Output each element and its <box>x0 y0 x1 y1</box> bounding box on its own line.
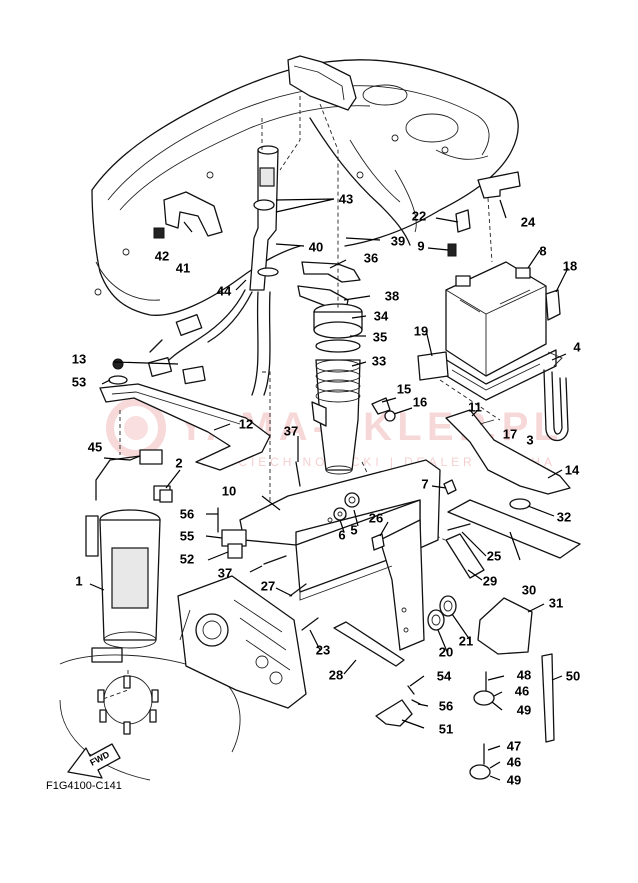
small-parts <box>159 397 471 631</box>
callout-19: 19 <box>413 323 429 339</box>
callout-30: 30 <box>521 582 537 598</box>
callout-37-lower: 37 <box>217 565 233 581</box>
callout-22: 22 <box>411 208 427 224</box>
callout-46-upper: 46 <box>514 683 530 699</box>
callout-47: 47 <box>506 738 522 754</box>
callout-11: 11 <box>468 399 482 415</box>
callout-23: 23 <box>315 642 331 658</box>
tank-base <box>59 654 241 781</box>
callout-1: 1 <box>75 573 83 589</box>
callout-49-upper: 49 <box>516 702 532 718</box>
callout-28: 28 <box>328 667 344 683</box>
callout-6: 6 <box>338 527 346 543</box>
callout-2: 2 <box>175 455 183 471</box>
callout-53: 53 <box>71 374 87 390</box>
vent-hose <box>543 351 569 442</box>
callout-13: 13 <box>71 351 87 367</box>
callout-26: 26 <box>368 510 384 526</box>
callout-54: 54 <box>436 668 452 684</box>
callout-38: 38 <box>384 288 400 304</box>
fwd-arrow: FWD <box>67 743 121 779</box>
callout-37-upper: 37 <box>283 423 299 439</box>
callout-15: 15 <box>396 381 412 397</box>
callout-12: 12 <box>238 416 254 432</box>
diagram-code: F1G4100-C141 <box>46 780 122 792</box>
callout-46-lower: 46 <box>506 754 522 770</box>
filler-neck <box>311 303 363 475</box>
callout-50: 50 <box>565 668 581 684</box>
leader-lines <box>89 198 569 781</box>
hull-outline <box>91 55 519 316</box>
callout-44: 44 <box>216 283 232 299</box>
filler-pipe <box>249 145 279 396</box>
callout-27: 27 <box>260 578 276 594</box>
callout-7: 7 <box>421 476 429 492</box>
callout-5: 5 <box>350 522 358 538</box>
rear-bracket <box>445 409 571 510</box>
callout-34: 34 <box>373 308 389 324</box>
fuel-strap <box>99 358 271 471</box>
breather-bracket <box>153 191 223 239</box>
callout-33: 33 <box>371 353 387 369</box>
frame <box>239 459 441 651</box>
electrical-box <box>177 575 307 709</box>
fuel-pump <box>85 449 171 663</box>
callout-18: 18 <box>562 258 578 274</box>
plate-30 <box>447 499 581 559</box>
callout-24: 24 <box>520 214 536 230</box>
callout-4: 4 <box>573 339 581 355</box>
callout-40: 40 <box>308 239 324 255</box>
callout-56-left: 56 <box>179 506 195 522</box>
grommets <box>427 595 457 631</box>
battery <box>445 261 547 377</box>
rubber-pad <box>417 351 449 381</box>
callout-48: 48 <box>516 667 532 683</box>
callout-29: 29 <box>482 573 498 589</box>
callout-32: 32 <box>556 509 572 525</box>
callout-8: 8 <box>539 243 547 259</box>
callout-31: 31 <box>548 595 564 611</box>
callout-10: 10 <box>221 483 237 499</box>
callout-55: 55 <box>179 528 195 544</box>
callout-52: 52 <box>179 551 195 567</box>
plate-29 <box>445 533 485 579</box>
callout-20: 20 <box>438 644 454 660</box>
callout-45: 45 <box>87 439 103 455</box>
callout-17: 17 <box>502 426 518 442</box>
callout-39: 39 <box>390 233 406 249</box>
callout-56-right: 56 <box>438 698 454 714</box>
callout-16: 16 <box>412 394 428 410</box>
callout-42: 42 <box>154 248 170 264</box>
callout-25: 25 <box>486 548 502 564</box>
callout-9: 9 <box>417 238 425 254</box>
plate-28 <box>333 621 405 667</box>
watermark-subtext: WOJCIECH NOWICKI | DEALER YAMAHA <box>200 455 552 469</box>
wiring-harness <box>147 289 253 385</box>
callout-35: 35 <box>372 329 388 345</box>
callout-43: 43 <box>338 191 354 207</box>
callout-14: 14 <box>564 462 580 478</box>
clamps <box>375 653 555 780</box>
callout-41: 41 <box>175 260 191 276</box>
straps <box>297 261 361 311</box>
battery-band <box>447 171 561 321</box>
callout-51: 51 <box>438 721 454 737</box>
callout-36: 36 <box>363 250 379 266</box>
cover-31 <box>477 597 533 655</box>
callout-49-lower: 49 <box>506 772 522 788</box>
callout-21: 21 <box>458 633 474 649</box>
callout-3: 3 <box>526 432 534 448</box>
